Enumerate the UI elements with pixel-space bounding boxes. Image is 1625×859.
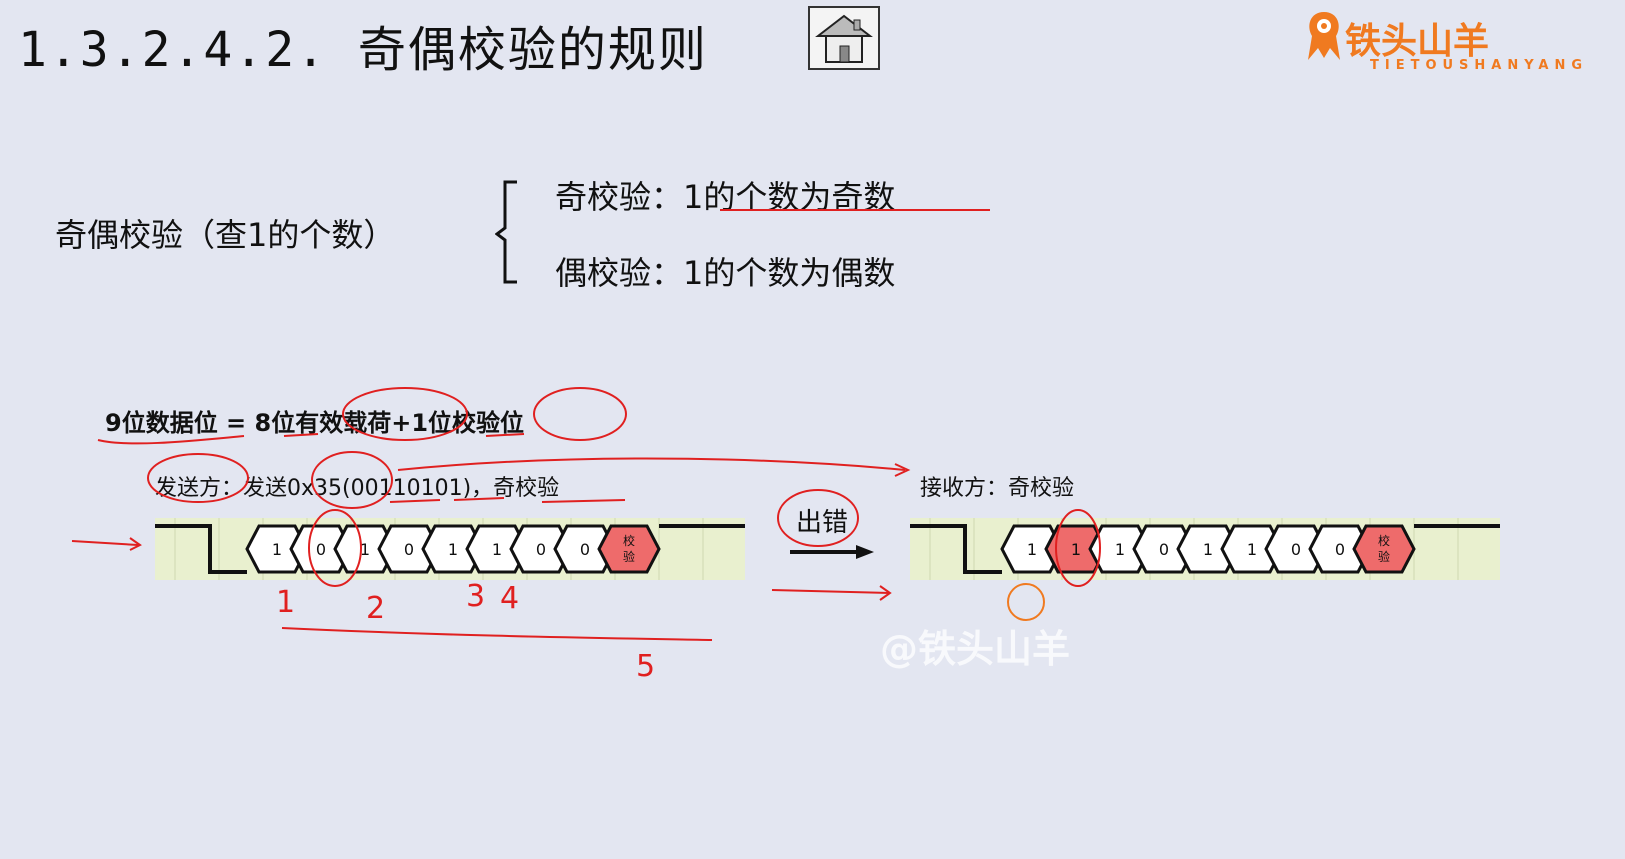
circle-stroke xyxy=(533,387,627,441)
underline-stroke xyxy=(453,497,505,501)
arrowhead-stroke xyxy=(879,585,892,601)
bracket-stroke xyxy=(281,627,713,641)
parity-bit-label: 校验 xyxy=(623,533,635,564)
circle-stroke xyxy=(147,453,249,503)
count-mark-1: 1 xyxy=(276,585,295,620)
count-mark-4: 4 xyxy=(500,581,519,616)
data-bit-label: 0 xyxy=(316,540,326,559)
logo-name: 铁头山羊 xyxy=(1345,21,1490,62)
circle-stroke xyxy=(311,451,393,509)
underline-stroke xyxy=(97,435,245,445)
arrow-stroke xyxy=(71,540,139,546)
circle-stroke xyxy=(777,489,859,547)
data-bit-label: 1 xyxy=(1071,540,1081,559)
goat-head-icon xyxy=(1308,12,1340,60)
circle-stroke xyxy=(1055,509,1101,587)
circle-stroke xyxy=(1007,583,1045,621)
brace-icon xyxy=(495,180,517,284)
sender-waveform: 1 0 1 0 1 1 0 0 校验 xyxy=(155,518,745,580)
data-bit-label: 0 xyxy=(1159,540,1169,559)
circle-stroke xyxy=(342,387,468,441)
data-bit-label: 1 xyxy=(1247,540,1257,559)
count-mark-3: 3 xyxy=(466,579,485,614)
data-bit-label: 0 xyxy=(580,540,590,559)
circle-stroke xyxy=(308,509,362,587)
arrow-right-icon xyxy=(790,545,874,559)
sender-label: 发送方：发送0x35(00110101)，奇校验 xyxy=(155,476,560,501)
data-bit-label: 1 xyxy=(1115,540,1125,559)
logo-subtitle: TIETOUSHANYANG xyxy=(1370,58,1589,73)
data-bit-label: 1 xyxy=(1027,540,1037,559)
parity-bit xyxy=(597,524,661,574)
arrow-stroke xyxy=(771,589,891,594)
underline-stroke xyxy=(485,433,525,437)
watermark: @铁头山羊 xyxy=(880,627,1071,671)
data-bits-formula: 9位数据位 = 8位有效载荷+1位校验位 xyxy=(105,409,525,437)
start-bit-trace xyxy=(155,524,247,574)
data-bit-label: 0 xyxy=(404,540,414,559)
underline-stroke xyxy=(389,499,441,503)
underline-stroke xyxy=(283,433,319,437)
receiver-waveform: 1 1 1 0 1 1 0 0 校验 xyxy=(910,518,1500,580)
data-bit-label: 0 xyxy=(1335,540,1345,559)
page-title: 1.3.2.4.2. 奇偶校验的规则 xyxy=(18,22,708,78)
start-bit-trace xyxy=(910,524,1002,574)
data-bit-label: 0 xyxy=(1291,540,1301,559)
even-parity-rule: 偶校验：1的个数为偶数 xyxy=(555,254,896,292)
arrow-stroke xyxy=(397,457,906,471)
count-mark-2: 2 xyxy=(366,591,385,626)
receiver-label: 接收方：奇校验 xyxy=(920,476,1075,501)
parity-check-label: 奇偶校验（查1的个数） xyxy=(55,216,396,254)
sender-waveform-panel: 1 0 1 0 1 1 0 0 校验 xyxy=(155,518,745,580)
data-bit-label: 1 xyxy=(1203,540,1213,559)
home-button[interactable] xyxy=(808,6,880,70)
error-label: 出错 xyxy=(796,508,849,538)
receiver-waveform-panel: 1 1 1 0 1 1 0 0 校验 xyxy=(910,518,1500,580)
data-bit-label: 1 xyxy=(448,540,458,559)
underline-stroke xyxy=(541,499,626,503)
home-icon xyxy=(815,14,873,63)
parity-bit-label: 校验 xyxy=(1378,533,1390,564)
count-mark-5: 5 xyxy=(636,649,655,684)
arrowhead-stroke xyxy=(129,537,142,551)
data-bit-label: 0 xyxy=(536,540,546,559)
arrowhead-stroke xyxy=(894,463,911,477)
data-bit-label: 1 xyxy=(492,540,502,559)
data-bit-label: 1 xyxy=(360,540,370,559)
data-bit-label: 1 xyxy=(272,540,282,559)
parity-bit xyxy=(1352,524,1416,574)
